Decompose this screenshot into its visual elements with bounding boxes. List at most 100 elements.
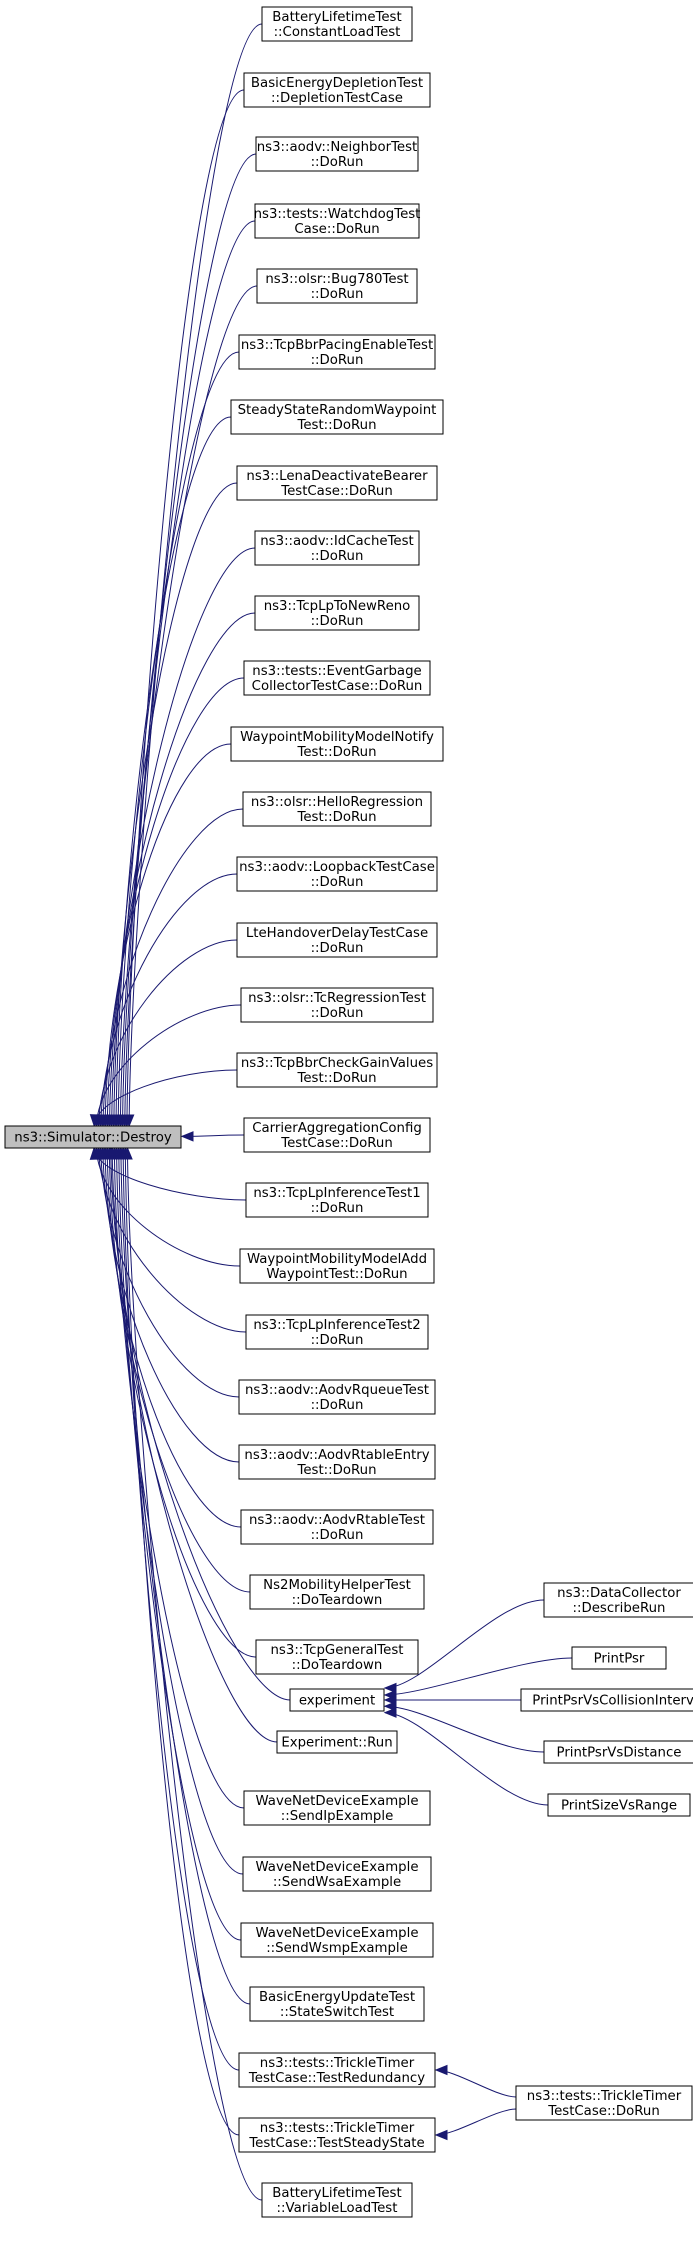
node-label-line: ns3::TcpLpInferenceTest1 [253,1186,420,1201]
node-label-line: ns3::tests::TrickleTimer [260,2056,415,2071]
function-node-n19[interactable]: ns3::TcpLpInferenceTest1::DoRun [245,1182,429,1218]
function-node-n27[interactable]: experiment [289,1688,385,1712]
function-node-e3[interactable]: PrintPsrVsCollisionInterval [520,1688,693,1712]
edge-n2-to-root [121,89,245,1128]
function-node-e4[interactable]: PrintPsrVsDistance [543,1740,693,1764]
node-box [238,1379,436,1415]
function-node-n24[interactable]: ns3::aodv::AodvRtableTest::DoRun [240,1509,434,1545]
function-node-n9[interactable]: ns3::aodv::IdCacheTest::DoRun [254,530,420,566]
function-node-n26[interactable]: ns3::TcpGeneralTest::DoTeardown [255,1639,419,1675]
node-label-line: ::SendWsmpExample [266,1941,408,1956]
node-box [256,268,418,304]
function-node-n31[interactable]: WaveNetDeviceExample::SendWsmpExample [240,1922,434,1958]
nodes-layer: ns3::Simulator::DestroyBatteryLifetimeTe… [4,6,693,2218]
node-label-line: ::DoRun [311,549,364,564]
node-label-line: ::DoRun [311,155,364,170]
node-label-line: ::DoRun [311,875,364,890]
node-box [238,2052,436,2088]
node-box [240,1922,434,1958]
edge-n33-to-root [117,1146,240,2071]
function-node-n10[interactable]: ns3::TcpLpToNewReno::DoRun [254,595,420,631]
function-node-n6[interactable]: ns3::TcpBbrPacingEnableTest::DoRun [238,334,436,370]
function-node-n34[interactable]: ns3::tests::TrickleTimerTestCase::TestSt… [238,2117,436,2153]
function-node-n16[interactable]: ns3::olsr::TcRegressionTest::DoRun [240,987,434,1023]
function-node-n22[interactable]: ns3::aodv::AodvRqueueTest::DoRun [238,1379,436,1415]
node-label-line: ns3::TcpGeneralTest [271,1643,404,1658]
node-label-line: TestCase::DoRun [280,484,393,499]
node-label-line: ns3::tests::TrickleTimer [527,2089,682,2104]
node-label-line: ns3::aodv::AodvRqueueTest [245,1383,429,1398]
function-node-n3[interactable]: ns3::aodv::NeighborTest::DoRun [255,136,419,172]
node-box [236,465,438,501]
node-box [230,726,444,762]
function-node-e5[interactable]: PrintSizeVsRange [547,1793,691,1817]
node-label-line: ::VariableLoadTest [277,2201,398,2216]
node-box [242,791,432,827]
function-node-n1[interactable]: BatteryLifetimeTest::ConstantLoadTest [261,6,413,42]
edge-e1-to-experiment [383,1599,545,1694]
function-node-n21[interactable]: ns3::TcpLpInferenceTest2::DoRun [245,1314,429,1350]
edge-n12-to-root [99,743,232,1128]
node-label-line: ns3::olsr::HelloRegression [251,795,423,810]
function-node-n2[interactable]: BasicEnergyDepletionTest::DepletionTestC… [243,72,431,108]
function-node-n5[interactable]: ns3::olsr::Bug780Test::DoRun [256,268,418,304]
function-node-n33[interactable]: ns3::tests::TrickleTimerTestCase::TestRe… [238,2052,436,2088]
function-node-n35[interactable]: BatteryLifetimeTest::VariableLoadTest [261,2182,413,2218]
edge-n35-to-root [122,1146,263,2201]
node-box [255,1639,419,1675]
node-label-line: ::DoRun [311,287,364,302]
function-node-n11[interactable]: ns3::tests::EventGarbageCollectorTestCas… [243,660,431,696]
node-box [238,1444,436,1480]
function-node-n15[interactable]: LteHandoverDelayTestCase::DoRun [236,922,438,958]
node-label-line: WaveNetDeviceExample [256,1860,419,1875]
node-label-line: ns3::aodv::IdCacheTest [260,534,414,549]
node-box [520,1688,693,1712]
function-node-n28[interactable]: Experiment::Run [276,1730,398,1754]
node-label-line: ::DoRun [311,1528,364,1543]
function-node-n29[interactable]: WaveNetDeviceExample::SendIpExample [243,1790,431,1826]
node-box [4,1125,182,1149]
node-box [236,1052,438,1088]
node-box [243,1117,431,1153]
node-box [245,1182,429,1218]
function-node-n30[interactable]: WaveNetDeviceExample::SendWsaExample [242,1856,432,1892]
function-node-n20[interactable]: WaypointMobilityModelAddWaypointTest::Do… [239,1248,435,1284]
node-label-line: ns3::tests::TrickleTimer [260,2121,415,2136]
edge-n34-to-root [120,1146,240,2136]
root-function-node[interactable]: ns3::Simulator::Destroy [4,1125,182,1149]
node-label-line: Experiment::Run [281,1736,392,1751]
node-label-line: TestCase::DoRun [280,1136,393,1151]
function-node-n14[interactable]: ns3::aodv::LoopbackTestCase::DoRun [236,856,438,892]
node-label-line: ns3::Simulator::Destroy [14,1131,172,1146]
edge-e5-to-experiment [383,1707,549,1806]
node-box [254,595,420,631]
node-label-line: PrintPsrVsDistance [557,1746,682,1761]
node-label-line: ::DescribeRun [573,1601,666,1616]
edge-n10-to-root [104,612,256,1128]
node-label-line: ::SendWsaExample [273,1875,401,1890]
function-node-n32[interactable]: BasicEnergyUpdateTest::StateSwitchTest [249,1986,425,2022]
node-box [245,1314,429,1350]
node-label-line: Test::DoRun [296,1071,376,1086]
node-label-line: CarrierAggregationConfig [252,1121,422,1136]
node-label-line: ns3::aodv::LoopbackTestCase [239,860,435,875]
function-node-e2[interactable]: PrintPsr [571,1646,667,1670]
node-box [239,1248,435,1284]
node-label-line: ns3::tests::EventGarbage [252,664,421,679]
node-label-line: ns3::TcpLpToNewReno [264,599,411,614]
function-node-e1[interactable]: ns3::DataCollector::DescribeRun [543,1582,693,1618]
node-label-line: ::DoRun [311,941,364,956]
function-node-n25[interactable]: Ns2MobilityHelperTest::DoTeardown [249,1574,425,1610]
edge-n26-to-root [104,1146,257,1658]
edge-n4-to-root [117,220,256,1128]
node-box [238,2117,436,2153]
